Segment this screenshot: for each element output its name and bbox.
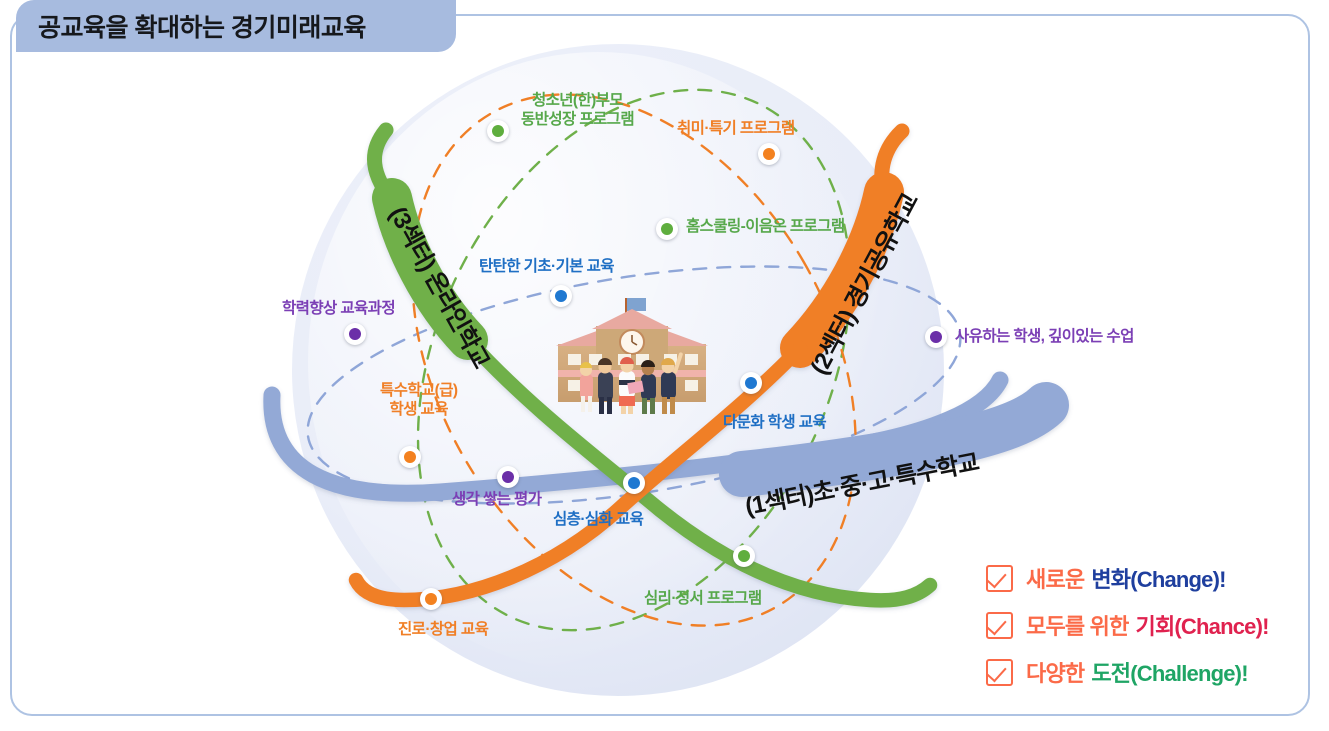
node-label-n10-line1: 심층·심화 교육	[553, 511, 644, 528]
node-label-n11-line1: 진로·창업 교육	[398, 621, 489, 638]
node-label-n1-line2: 동반성장 프로그램	[521, 111, 635, 129]
node-label-n12: 심리·정서 프로그램	[644, 589, 762, 608]
node-label-n1: 청소년(한)부모 동반성장 프로그램	[521, 91, 635, 130]
node-dot-n5	[344, 323, 366, 345]
node-dot-n7	[925, 326, 947, 348]
node-dot-n9	[497, 466, 519, 488]
node-label-n6-line1: 특수학교(급)	[380, 382, 458, 399]
checkbox-checked-icon	[986, 611, 1013, 639]
checklist-item-1-keyword: 변화(Change)!	[1091, 567, 1226, 592]
checklist-item-1: 새로운 변화(Change)!	[986, 562, 1269, 594]
slogan-checklist: 새로운 변화(Change)! 모두를 위한 기회(Chance)! 다양한 도…	[986, 562, 1269, 703]
node-label-n3-line1: 홈스쿨링-이음온 프로그램	[686, 218, 845, 235]
node-label-n3: 홈스쿨링-이음온 프로그램	[686, 217, 845, 236]
checklist-item-3: 다양한 도전(Challenge)!	[986, 656, 1269, 688]
node-label-n9-line1: 생각 쌓는 평가	[452, 491, 542, 508]
checkbox-checked-icon	[986, 564, 1013, 592]
page-frame	[10, 14, 1310, 716]
dashed-orbit-blue	[306, 265, 962, 505]
node-label-n9: 생각 쌓는 평가	[452, 490, 542, 509]
page-title: 공교육을 확대하는 경기미래교육	[38, 14, 366, 42]
node-label-n11: 진로·창업 교육	[398, 620, 489, 639]
node-label-n12-line1: 심리·정서 프로그램	[644, 590, 762, 607]
node-dot-n6	[399, 446, 421, 468]
node-dot-n2	[758, 143, 780, 165]
students-group	[580, 352, 683, 414]
checkbox-checked-icon	[986, 658, 1013, 686]
checklist-item-1-prefix: 새로운	[1026, 567, 1085, 592]
node-label-n4: 탄탄한 기초·기본 교육	[479, 257, 615, 276]
node-dot-n10	[623, 472, 645, 494]
node-label-n7: 사유하는 학생, 깊이있는 수업	[955, 327, 1134, 346]
checklist-item-3-keyword: 도전(Challenge)!	[1091, 661, 1248, 686]
node-label-n8: 다문화 학생 교육	[723, 413, 827, 432]
node-label-n10: 심층·심화 교육	[553, 510, 644, 529]
node-label-n5: 학력향상 교육과정	[282, 299, 396, 318]
dashed-orbit-orange	[411, 93, 857, 627]
node-label-n4-line1: 탄탄한 기초·기본 교육	[479, 258, 615, 275]
node-dot-n1	[487, 120, 509, 142]
node-label-n7-line1: 사유하는 학생, 깊이있는 수업	[955, 328, 1134, 345]
school-building-illustration	[556, 298, 708, 414]
node-label-n1-line1: 청소년(한)부모	[531, 92, 624, 109]
node-dot-n8	[740, 372, 762, 394]
node-dot-n4	[550, 285, 572, 307]
checklist-item-2-keyword: 기회(Chance)!	[1135, 614, 1270, 639]
node-label-n6: 특수학교(급) 학생 교육	[380, 381, 458, 420]
title-banner: 공교육을 확대하는 경기미래교육	[16, 0, 456, 52]
band-sector2	[348, 123, 910, 608]
checklist-item-2: 모두를 위한 기회(Chance)!	[986, 609, 1269, 641]
band-sector3	[367, 122, 938, 608]
checklist-item-2-prefix: 모두를 위한	[1026, 614, 1129, 639]
node-dot-n11	[420, 588, 442, 610]
node-dot-n3	[656, 218, 678, 240]
node-label-n5-line1: 학력향상 교육과정	[282, 300, 396, 317]
node-label-n2: 취미·특기 프로그램	[677, 119, 795, 138]
node-label-n8-line1: 다문화 학생 교육	[723, 414, 827, 431]
checklist-item-3-prefix: 다양한	[1026, 661, 1085, 686]
node-label-n2-line1: 취미·특기 프로그램	[677, 120, 795, 137]
node-label-n6-line2: 학생 교육	[389, 401, 449, 419]
node-dot-n12	[733, 545, 755, 567]
